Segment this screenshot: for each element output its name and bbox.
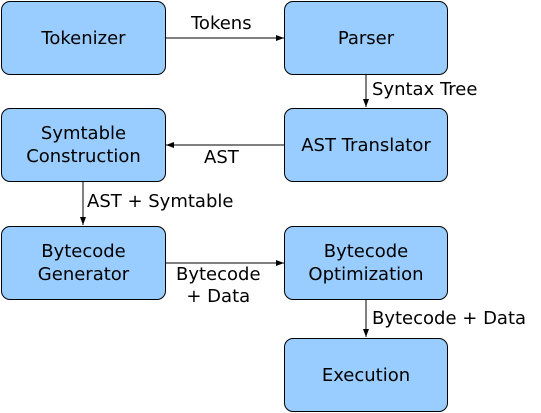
symtable-construction-node: Symtable Construction <box>1 108 166 182</box>
bytecode-generator-label-line-2: Generator <box>37 264 130 285</box>
bytecode-generator-label: Bytecode Generator <box>38 240 129 286</box>
ast-translator-node: AST Translator <box>284 108 448 182</box>
bytecode-optimization-label: Bytecode Optimization <box>308 240 423 286</box>
edge-label-ast-symtable: AST + Symtable <box>87 191 234 212</box>
edge-label-tokens: Tokens <box>191 13 252 34</box>
symtable-label-line-2: Construction <box>26 146 141 167</box>
edge-label-bytecode-data-2: Bytecode + Data <box>372 308 527 329</box>
symtable-construction-label: Symtable Construction <box>26 122 141 168</box>
parser-label: Parser <box>337 27 395 49</box>
bytecode-generator-node: Bytecode Generator <box>1 226 166 300</box>
bytecode-optimization-label-line-2: Optimization <box>308 264 424 285</box>
bytecode-generator-label-line-1: Bytecode <box>41 241 126 262</box>
tokenizer-label: Tokenizer <box>41 27 126 49</box>
edge-label-syntax-tree: Syntax Tree <box>372 79 478 100</box>
bytecode-optimization-label-line-1: Bytecode <box>323 241 409 262</box>
bytecode-optimization-node: Bytecode Optimization <box>284 226 448 300</box>
symtable-label-line-1: Symtable <box>40 123 127 144</box>
edge-label-bytecode-data-1-line-1: Bytecode <box>176 264 261 285</box>
edge-label-bytecode-data-1: Bytecode + Data <box>176 264 261 308</box>
ast-translator-label: AST Translator <box>301 134 431 156</box>
execution-label: Execution <box>321 364 411 386</box>
tokenizer-node: Tokenizer <box>1 1 166 75</box>
edge-label-bytecode-data-1-line-2: + Data <box>186 286 251 307</box>
parser-node: Parser <box>284 1 448 75</box>
edge-label-ast: AST <box>204 147 239 168</box>
execution-node: Execution <box>284 338 448 412</box>
